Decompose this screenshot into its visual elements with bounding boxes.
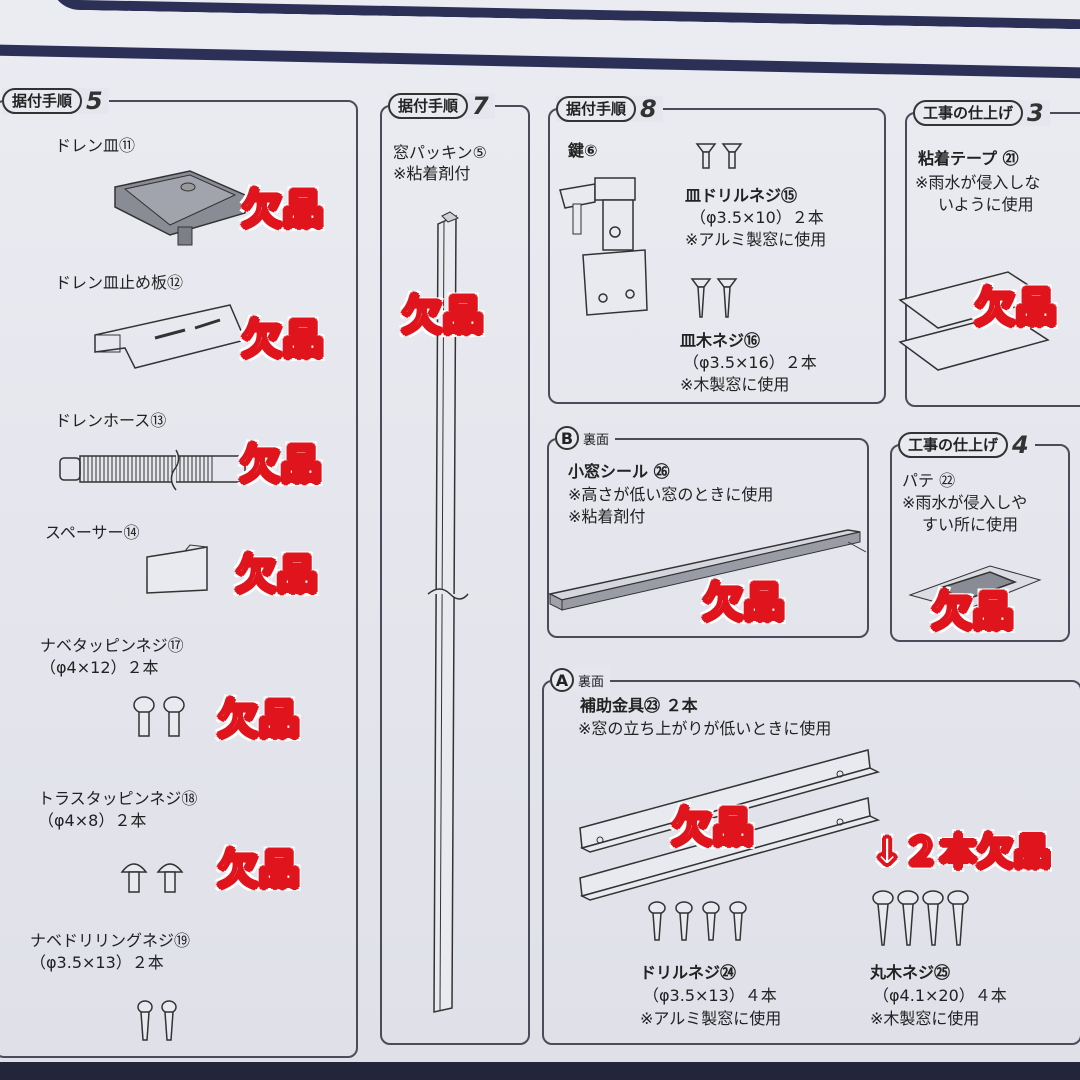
panel-back-b: B 裏面: [547, 426, 869, 638]
step-number: 7: [472, 92, 489, 120]
item-truss-tapping-screw: トラスタッピンネジ⑱: [38, 789, 198, 808]
item-spec: （φ3.5×16）２本: [683, 353, 817, 372]
screw-icon: [695, 143, 743, 169]
item-note: ※アルミ製窓に使用: [640, 1009, 782, 1028]
item-drill-screw: ドリルネジ㉔: [640, 963, 737, 982]
section-letter: B: [555, 426, 579, 450]
missing-label: 欠品: [241, 317, 324, 363]
panel-step-8: 据付手順 8: [548, 96, 886, 404]
item-note: ※窓の立ち上がりが低いときに使用: [578, 719, 832, 738]
missing-label: 欠品: [217, 847, 300, 893]
item-window-packing: 窓パッキン⑤: [393, 143, 487, 162]
screw-icon: [120, 863, 184, 893]
item-adhesive-tape: 粘着テープ ㉑: [918, 149, 1019, 168]
screw-icon: [690, 278, 738, 318]
missing-label: 欠品: [217, 697, 300, 743]
item-note: ※高さが低い窓のときに使用: [568, 485, 774, 504]
item-pan-drilling-screw: ナベドリリングネジ⑲: [30, 931, 191, 950]
item-note: すい所に使用: [922, 515, 1019, 534]
step-number: 8: [640, 95, 657, 123]
step-number: 3: [1027, 99, 1044, 127]
panel-tag: 据付手順 8: [556, 96, 663, 122]
panel-tag: A 裏面: [550, 668, 611, 692]
item-note: ※粘着剤付: [568, 507, 646, 526]
item-note: ※アルミ製窓に使用: [685, 230, 827, 249]
item-flat-wood-screw: 皿木ネジ⑯: [680, 331, 761, 350]
section-letter: A: [550, 668, 574, 692]
screw-icon: [648, 901, 747, 941]
putty-icon: [908, 565, 1042, 611]
panel-step-7: 据付手順 7: [380, 93, 530, 1045]
drain-pan-plate-icon: [94, 304, 247, 369]
step-number: 5: [86, 87, 103, 115]
item-flat-drill-screw: 皿ドリルネジ⑮: [685, 186, 798, 205]
spacer-icon: [146, 544, 208, 594]
item-note: ※木製窓に使用: [680, 375, 790, 394]
item-note: いように使用: [938, 195, 1034, 214]
step-pill: 据付手順: [388, 93, 469, 119]
panel-tag: 工事の仕上げ 4: [898, 432, 1035, 458]
screw-icon: [872, 890, 969, 946]
missing-label: 欠品: [235, 552, 318, 598]
step-pill: 工事の仕上げ: [898, 432, 1009, 458]
item-spec: （φ4.1×20）４本: [873, 986, 1007, 1005]
section-sub: 裏面: [578, 674, 605, 690]
item-note: ※木製窓に使用: [870, 1009, 980, 1028]
panel-tag: B 裏面: [555, 426, 616, 450]
item-small-window-seal: 小窓シール ㉖: [568, 462, 670, 481]
item-spec: （φ3.5×13）４本: [643, 986, 777, 1005]
step-pill: 据付手順: [2, 88, 83, 114]
frame-band-bottom: [0, 1062, 1080, 1080]
item-drain-pan: ドレン皿⑪: [55, 136, 136, 155]
seal-strip-icon: [547, 529, 867, 611]
item-lock: 鍵⑥: [568, 141, 598, 160]
item-round-wood-screw: 丸木ネジ㉕: [870, 963, 951, 982]
missing-label: 欠品: [974, 285, 1057, 331]
item-aux-bracket: 補助金具㉓ ２本: [580, 696, 698, 715]
panel-back-a: A 裏面: [542, 668, 1080, 1045]
panel-tag: 据付手順 7: [388, 93, 495, 119]
step-number: 4: [1012, 431, 1029, 459]
screw-icon: [137, 1000, 177, 1041]
panel-tag: 工事の仕上げ 3: [913, 100, 1050, 126]
screw-icon: [133, 696, 185, 737]
window-packing-icon: [427, 211, 469, 1013]
drain-pan-icon: [114, 170, 246, 246]
drain-hose-icon: [59, 449, 246, 491]
item-spec: （φ3.5×10）２本: [690, 208, 824, 227]
lock-icon: [559, 177, 648, 316]
aux-bracket-icon: [579, 749, 881, 901]
missing-count-label: ↓２本欠品: [871, 832, 1052, 873]
panel-finish-3: 工事の仕上げ 3: [905, 100, 1080, 407]
panel-tag: 据付手順 5: [2, 88, 109, 114]
item-drain-hose: ドレンホース⑬: [55, 411, 167, 430]
missing-label: 欠品: [401, 293, 484, 339]
item-spec: （φ4×8）２本: [38, 811, 147, 830]
step-pill: 工事の仕上げ: [913, 100, 1024, 126]
item-putty: パテ ㉒: [902, 471, 956, 490]
item-pan-tapping-screw: ナベタッピンネジ⑰: [40, 636, 184, 655]
item-spacer: スペーサー⑭: [45, 523, 140, 542]
item-spec: （φ4×12）２本: [40, 658, 159, 677]
item-note: ※雨水が侵入しや: [902, 493, 1028, 512]
missing-label: 欠品: [241, 187, 324, 233]
panel-finish-4: 工事の仕上げ 4: [890, 432, 1070, 642]
section-sub: 裏面: [583, 432, 610, 448]
missing-label: 欠品: [702, 580, 785, 626]
item-spec: （φ3.5×13）２本: [30, 953, 164, 972]
adhesive-tape-icon: [898, 271, 1050, 371]
item-note: ※雨水が侵入しな: [915, 173, 1041, 192]
missing-label: 欠品: [239, 442, 322, 488]
step-pill: 据付手順: [556, 96, 637, 122]
panel-step-5: 据付手順 5: [0, 88, 358, 1058]
missing-label: 欠品: [671, 805, 754, 851]
missing-label: 欠品: [931, 589, 1014, 635]
item-note: ※粘着剤付: [393, 164, 471, 183]
item-drain-pan-plate: ドレン皿止め板⑫: [55, 273, 184, 292]
